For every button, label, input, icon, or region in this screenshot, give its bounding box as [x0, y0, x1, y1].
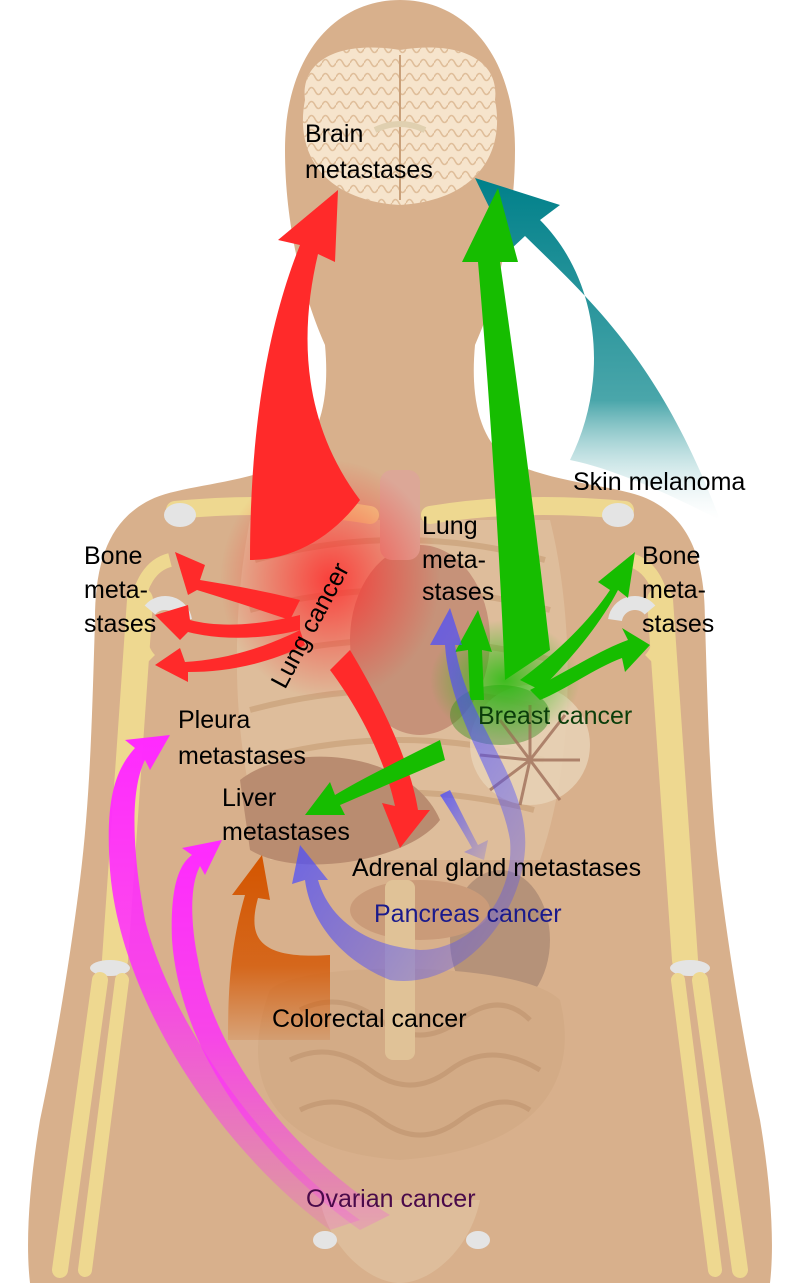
- svg-text:Liver: Liver: [222, 784, 276, 812]
- svg-text:meta-: meta-: [84, 576, 148, 604]
- svg-text:Lung: Lung: [422, 512, 478, 540]
- label-lung-metastases: Lung meta- stases: [422, 512, 494, 606]
- label-colorectal-cancer: Colorectal cancer: [272, 1005, 467, 1033]
- arrow-breast-to-liver: [305, 740, 445, 815]
- svg-text:metastases: metastases: [305, 156, 433, 184]
- svg-text:stases: stases: [642, 610, 714, 638]
- arrow-ovarian: [108, 735, 390, 1230]
- label-brain-metastases: Brain metastases: [305, 120, 433, 184]
- label-pancreas-cancer: Pancreas cancer: [374, 900, 562, 928]
- arrow-breast-to-lung: [455, 610, 492, 700]
- label-ovarian-cancer: Ovarian cancer: [306, 1185, 476, 1213]
- svg-text:Bone: Bone: [84, 542, 142, 570]
- svg-text:Brain: Brain: [305, 120, 363, 148]
- arrow-breast-to-brain: [462, 188, 550, 680]
- label-breast-cancer: Breast cancer: [478, 702, 632, 730]
- arrow-lung-to-brain: [250, 190, 360, 560]
- label-adrenal-gland-metastases: Adrenal gland metastases: [352, 854, 641, 882]
- label-pleura-metastases: Pleura metastases: [178, 706, 306, 770]
- svg-text:meta-: meta-: [642, 576, 706, 604]
- svg-text:stases: stases: [84, 610, 156, 638]
- label-skin-melanoma: Skin melanoma: [573, 468, 745, 496]
- arrow-skin-to-brain: [475, 178, 720, 520]
- svg-text:Pleura: Pleura: [178, 706, 250, 734]
- svg-text:stases: stases: [422, 578, 494, 606]
- svg-text:meta-: meta-: [422, 546, 486, 574]
- label-liver-metastases: Liver metastases: [222, 784, 350, 846]
- svg-text:Bone: Bone: [642, 542, 700, 570]
- arrow-lung-to-adrenal: [330, 650, 430, 848]
- svg-text:metastases: metastases: [178, 742, 306, 770]
- arrow-pancreas: [292, 608, 526, 981]
- label-bone-metastases-left: Bone meta- stases: [84, 542, 156, 638]
- svg-text:metastases: metastases: [222, 818, 350, 846]
- label-bone-metastases-right: Bone meta- stases: [642, 542, 714, 638]
- arrow-lung-to-bone: [155, 552, 305, 682]
- arrow-breast-to-bone: [520, 552, 650, 700]
- arrow-colorectal-to-liver: [228, 855, 330, 1040]
- brain-illustration: [302, 47, 498, 205]
